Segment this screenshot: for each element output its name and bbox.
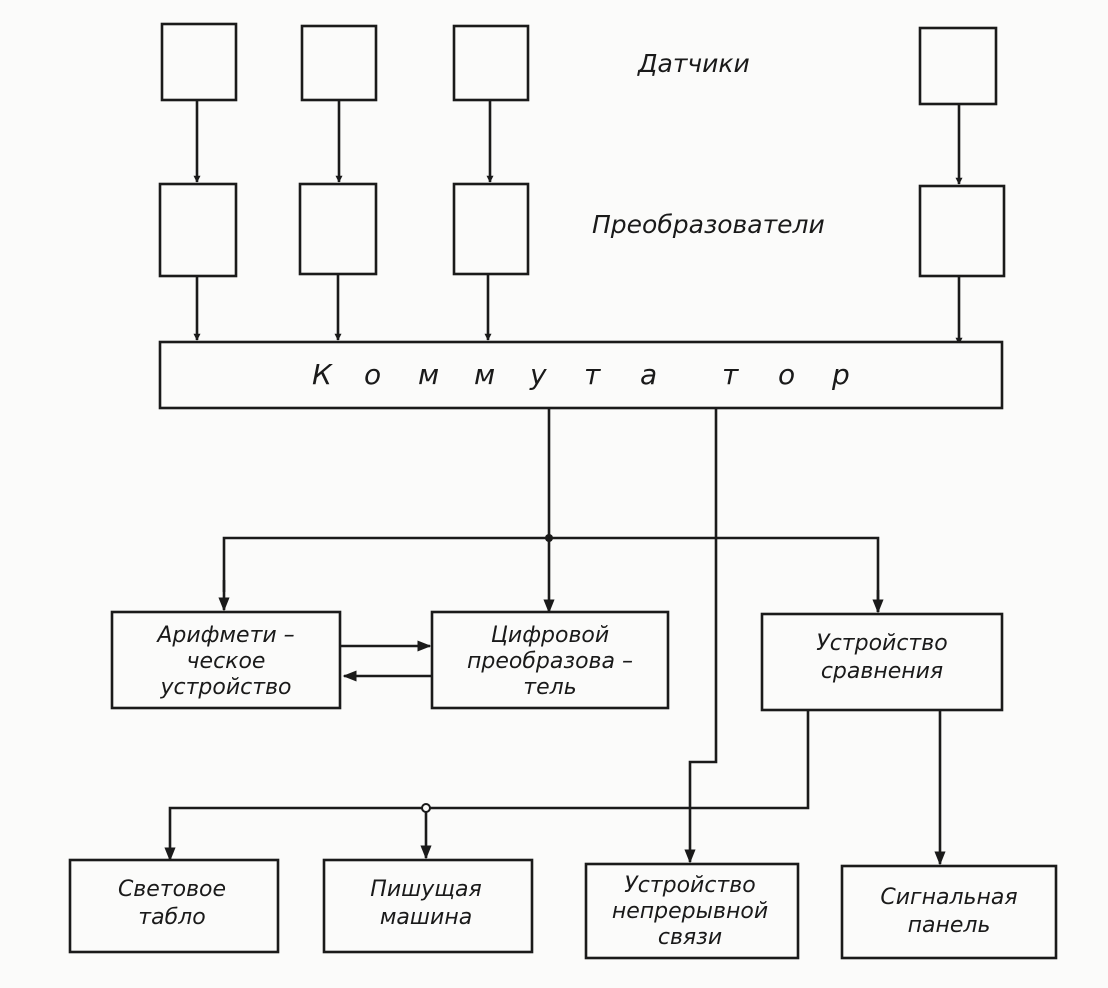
commutator-letter-7: а: [640, 358, 657, 391]
sensor-box-3: [452, 24, 530, 102]
digital-converter-text-2: преобразова –: [467, 649, 633, 674]
typewriter-text-2: машина: [380, 905, 472, 930]
arithmetic-unit-box: [110, 610, 342, 710]
commutator-letter-1: К: [312, 358, 333, 391]
comparison-device-box: [760, 612, 1004, 712]
commutator-letter-8: т: [722, 358, 739, 391]
continuous-link-text-3: связи: [658, 925, 722, 950]
sensors-label: Датчики: [637, 49, 750, 78]
sensor-box-1: [160, 22, 238, 102]
commutator-label: К о м м у т а т о р: [312, 358, 850, 391]
continuous-link-box: [584, 862, 800, 960]
digital-converter-text-3: тель: [523, 675, 576, 700]
digital-converter-box: [430, 610, 670, 710]
continuous-link-text-2: непрерывной: [612, 899, 768, 924]
comparison-output-bus: [164, 710, 810, 862]
signal-panel-box: [840, 864, 1058, 960]
commutator-letter-2: о: [364, 358, 381, 391]
commutator-letter-5: у: [529, 358, 547, 391]
commutator-letter-10: р: [831, 358, 850, 391]
continuous-link-text-1: Устройство: [624, 873, 755, 898]
converter-box-1: [158, 182, 238, 278]
digital-converter-text-1: Цифровой: [491, 623, 609, 648]
commutator-letter-6: т: [584, 358, 601, 391]
commutator-letter-4: м: [474, 358, 495, 391]
sensor-box-2: [300, 24, 378, 102]
distribution-bus: [222, 536, 880, 612]
converter-box-3: [452, 182, 530, 276]
light-board-text-1: Световое: [118, 877, 226, 902]
junction-ring: [421, 803, 431, 813]
arithmetic-unit-text-1: Арифмети –: [155, 623, 294, 648]
signal-panel-text-1: Сигнальная: [880, 885, 1017, 910]
comparison-device-text-1: Устройство: [816, 631, 947, 656]
converter-box-2: [298, 182, 378, 276]
continuous-link-line: [684, 408, 718, 864]
commutator-box: [158, 340, 1004, 410]
light-board-text-2: табло: [138, 905, 205, 930]
commutator-letter-9: о: [778, 358, 795, 391]
typewriter-text-1: Пишущая: [370, 877, 481, 902]
light-board-box: [68, 858, 280, 954]
converters-label: Преобразователи: [592, 210, 825, 239]
signal-panel-text-2: панель: [908, 913, 991, 938]
arithmetic-unit-text-3: устройство: [160, 675, 292, 700]
sensor-box-4: [918, 26, 998, 106]
arithmetic-unit-text-2: ческое: [187, 649, 266, 674]
comparison-device-text-2: сравнения: [821, 659, 943, 684]
commutator-letter-3: м: [418, 358, 439, 391]
typewriter-box: [322, 858, 534, 954]
converter-box-4: [918, 184, 1006, 278]
